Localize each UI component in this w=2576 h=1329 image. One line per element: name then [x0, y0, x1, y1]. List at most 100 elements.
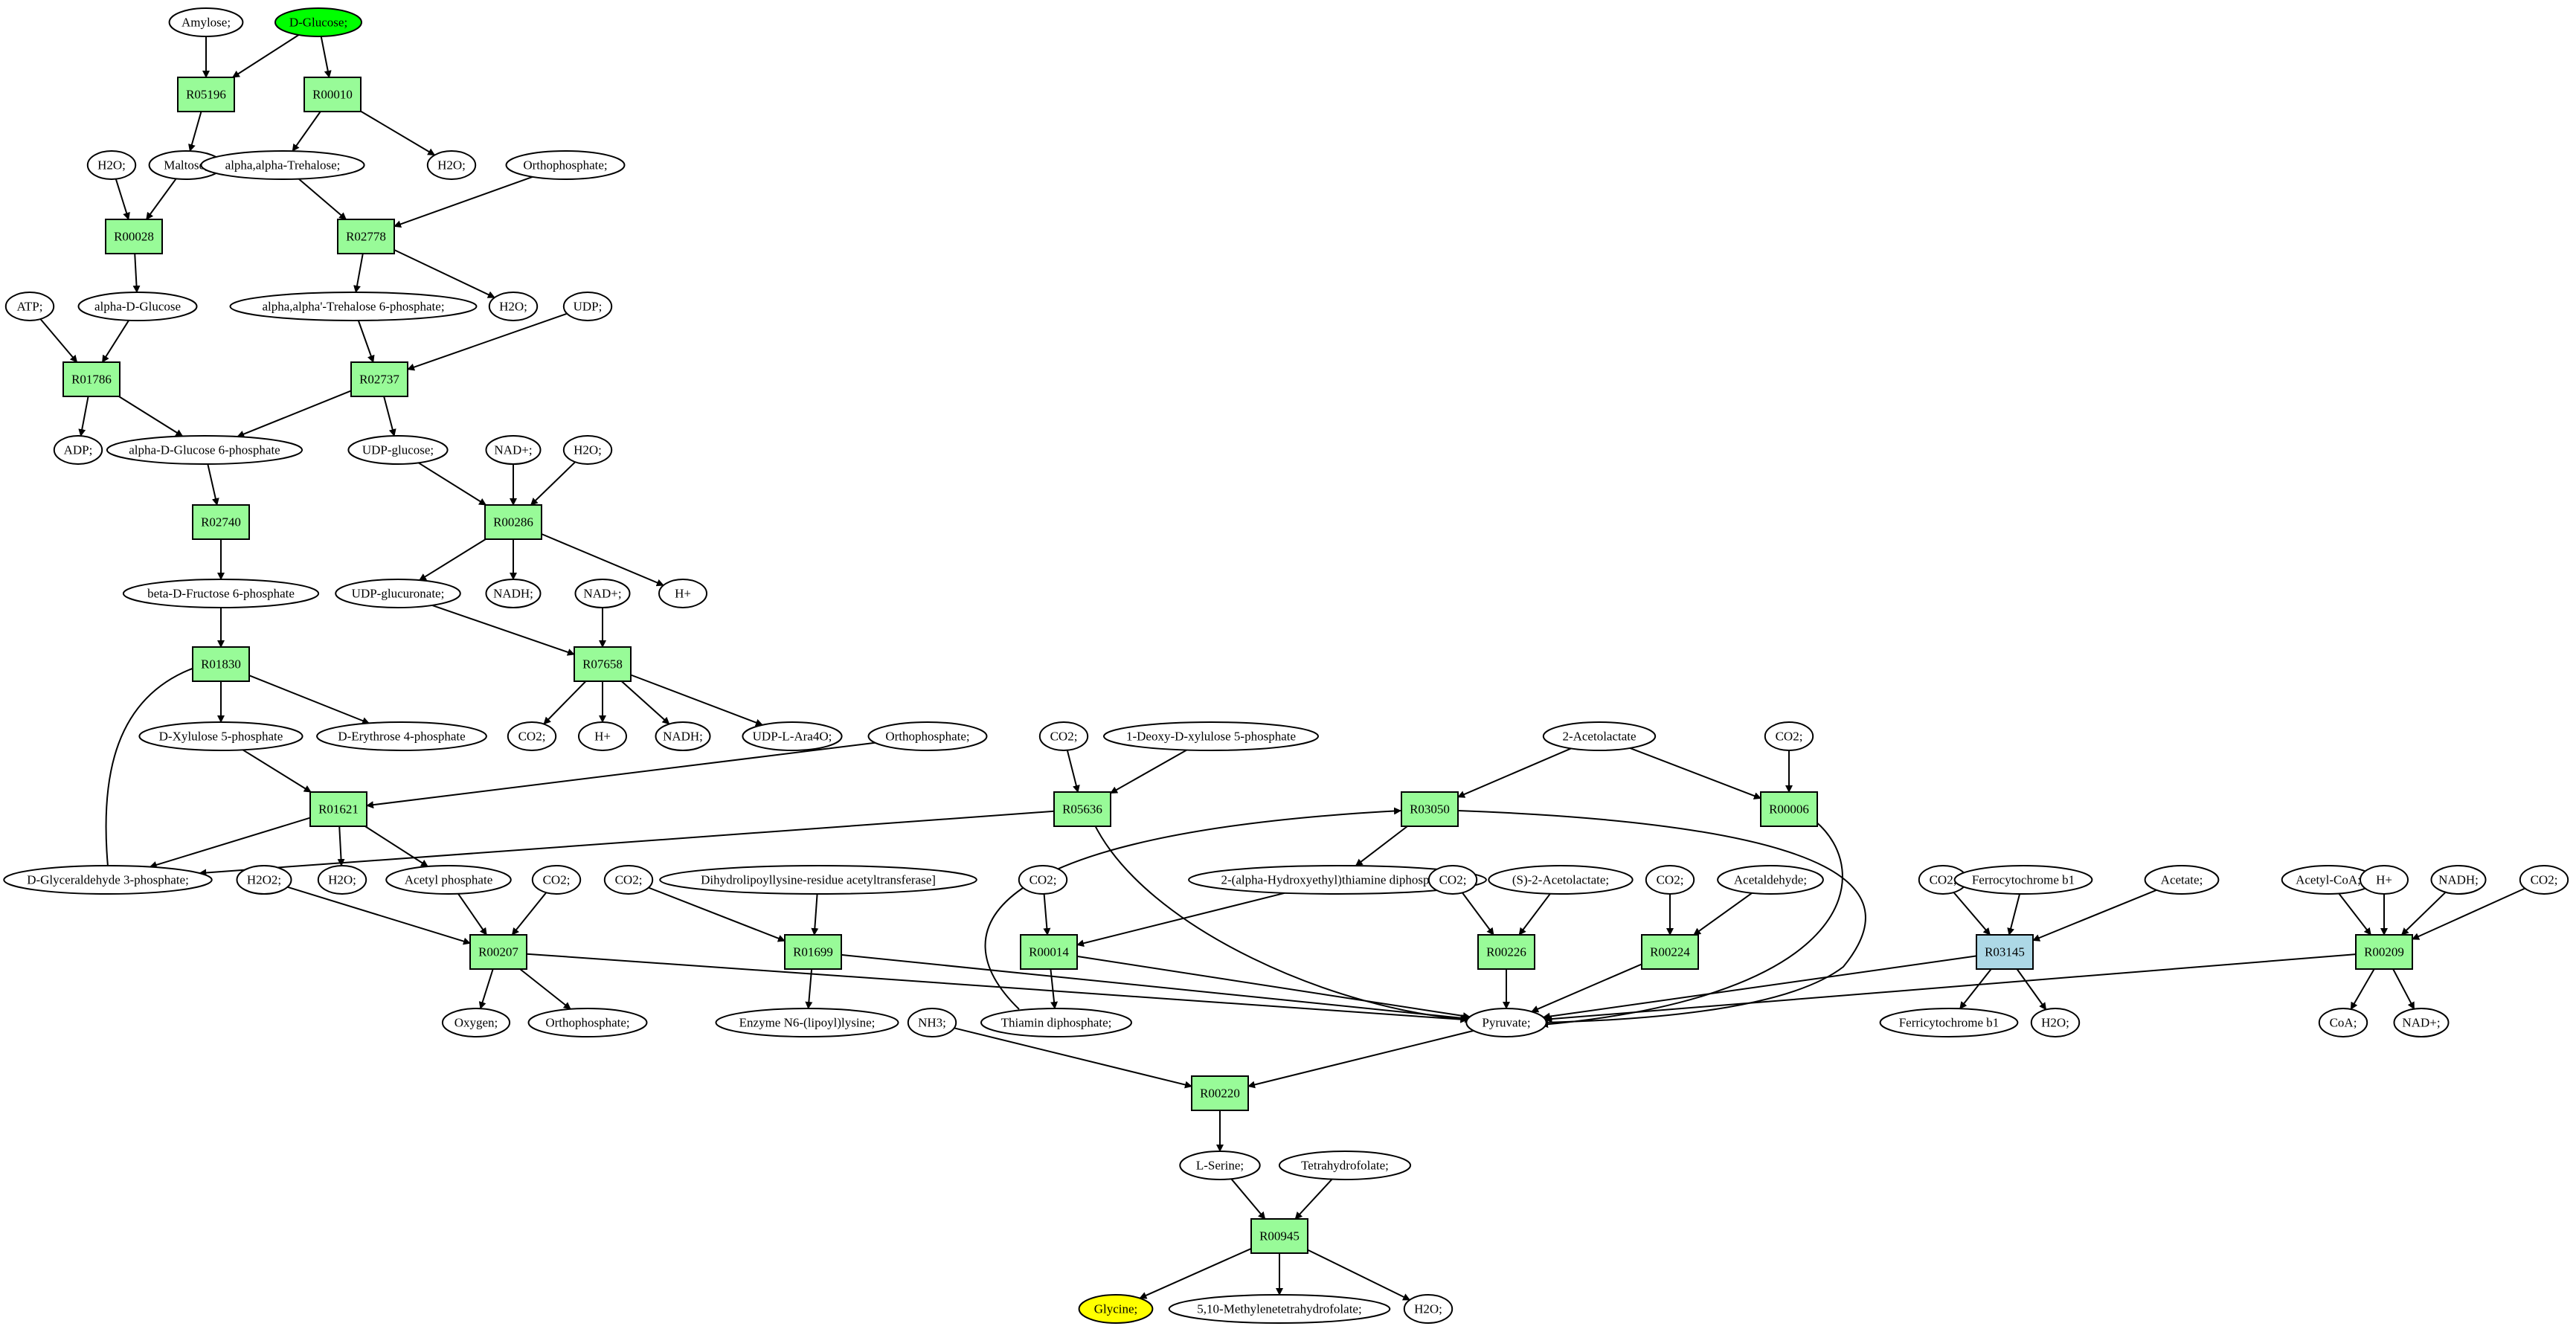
compound-node-c_co2_a[interactable]: CO2; — [507, 721, 557, 751]
reaction-node-r02737[interactable]: R02737 — [350, 361, 408, 397]
reaction-node-r00220[interactable]: R00220 — [1191, 1075, 1249, 1111]
compound-node-c_co2_f[interactable]: CO2; — [1018, 865, 1068, 895]
compound-node-c_co2_e[interactable]: CO2; — [603, 865, 654, 895]
compound-node-c_udp[interactable]: UDP; — [562, 292, 613, 321]
compound-node-c_co2_j[interactable]: CO2; — [2519, 865, 2569, 895]
compound-node-c_udpglc[interactable]: UDP-glucose; — [347, 435, 449, 465]
compound-node-c_acp[interactable]: Acetyl phosphate — [385, 865, 512, 895]
reaction-node-r00209[interactable]: R00209 — [2355, 934, 2413, 970]
compound-node-c_udpglcur[interactable]: UDP-glucuronate; — [335, 579, 461, 608]
compound-node-c_nad_c[interactable]: NAD+; — [2393, 1008, 2450, 1037]
reaction-node-r00028[interactable]: R00028 — [105, 219, 163, 254]
compound-node-c_thf[interactable]: Tetrahydrofolate; — [1278, 1151, 1412, 1180]
compound-node-c_ferricyt[interactable]: Ferricytochrome b1 — [1879, 1008, 2019, 1037]
compound-node-c_e4p[interactable]: D-Erythrose 4-phosphate — [316, 721, 487, 751]
compound-node-c_dxp[interactable]: 1-Deoxy-D-xylulose 5-phosphate — [1103, 721, 1319, 751]
compound-node-c_udpara[interactable]: UDP-L-Ara4O; — [742, 721, 843, 751]
compound-node-c_ortho_c[interactable]: Orthophosphate; — [527, 1008, 648, 1037]
compound-node-c_adglucose[interactable]: alpha-D-Glucose — [77, 292, 198, 321]
reaction-node-r05636[interactable]: R05636 — [1053, 791, 1111, 827]
edge-r01621-to-c_acp — [364, 826, 428, 867]
compound-node-c_coa[interactable]: CoA; — [2318, 1008, 2368, 1037]
compound-node-c_nadh_b[interactable]: NADH; — [655, 721, 711, 751]
reaction-node-r07658[interactable]: R07658 — [574, 646, 632, 682]
compound-node-c_h2o_b[interactable]: H2O; — [426, 150, 477, 180]
compound-node-c_oxygen[interactable]: Oxygen; — [441, 1008, 511, 1037]
compound-node-c_acetate[interactable]: Acetate; — [2144, 865, 2220, 895]
compound-node-c_h2o_a[interactable]: H2O; — [86, 150, 137, 180]
reaction-node-r00945[interactable]: R00945 — [1250, 1218, 1308, 1254]
compound-node-c_lipoyl[interactable]: Enzyme N6-(lipoyl)lysine; — [715, 1008, 899, 1037]
compound-node-c_x5p[interactable]: D-Xylulose 5-phosphate — [138, 721, 303, 751]
compound-node-c_nadh_a[interactable]: NADH; — [485, 579, 542, 608]
reaction-node-r00010[interactable]: R00010 — [303, 77, 362, 112]
compound-node-c_adp[interactable]: ADP; — [53, 435, 103, 465]
reaction-node-r02778[interactable]: R02778 — [337, 219, 395, 254]
edge-c_lserine-to-r00945 — [1230, 1178, 1266, 1220]
compound-ellipse — [3, 865, 213, 895]
compound-node-c_acetolactate[interactable]: 2-Acetolactate — [1542, 721, 1657, 751]
reaction-node-r01830[interactable]: R01830 — [192, 646, 250, 682]
compound-node-c_dglucose[interactable]: D-Glucose; — [274, 7, 362, 37]
reaction-node-r05196[interactable]: R05196 — [177, 77, 235, 112]
node-label: R02778 — [346, 230, 386, 244]
compound-node-c_pyruvate[interactable]: Pyruvate; — [1465, 1008, 1547, 1037]
reaction-node-r00014[interactable]: R00014 — [1020, 934, 1078, 970]
compound-node-c_tpp[interactable]: Thiamin diphosphate; — [980, 1008, 1132, 1037]
compound-node-c_sacetolactate[interactable]: (S)-2-Acetolactate; — [1488, 865, 1634, 895]
compound-node-c_hplus_c[interactable]: H+ — [2360, 865, 2409, 895]
reaction-node-r00224[interactable]: R00224 — [1641, 934, 1699, 970]
compound-node-c_accoa[interactable]: Acetyl-CoA; — [2281, 865, 2376, 895]
compound-node-c_lserine[interactable]: L-Serine; — [1179, 1151, 1261, 1180]
reaction-node-r00286[interactable]: R00286 — [484, 504, 542, 540]
compound-node-c_nh3[interactable]: NH3; — [907, 1008, 957, 1037]
compound-node-c_glycine[interactable]: Glycine; — [1078, 1294, 1154, 1324]
reaction-node-r00207[interactable]: R00207 — [469, 934, 527, 970]
compound-node-c_h2o_c[interactable]: H2O; — [488, 292, 539, 321]
edge-c_co2_g-to-r00226 — [1462, 892, 1494, 936]
compound-node-c_h2o_f[interactable]: H2O; — [2030, 1008, 2081, 1037]
compound-node-c_atp[interactable]: ATP; — [4, 292, 55, 321]
compound-node-c_h2o_d[interactable]: H2O; — [562, 435, 613, 465]
compound-node-c_co2_h[interactable]: CO2; — [1645, 865, 1695, 895]
compound-node-c_co2_b[interactable]: CO2; — [1038, 721, 1089, 751]
edge-r00207-to-c_oxygen — [478, 968, 494, 1010]
reaction-node-r03050[interactable]: R03050 — [1401, 791, 1459, 827]
compound-node-c_co2_c[interactable]: CO2; — [1764, 721, 1814, 751]
node-label: R00286 — [493, 515, 533, 530]
compound-node-c_hplus_a[interactable]: H+ — [658, 579, 707, 608]
compound-node-c_methylenethf[interactable]: 5,10-Methylenetetrahydrofolate; — [1168, 1294, 1391, 1324]
compound-node-c_amylose[interactable]: Amylose; — [168, 7, 244, 37]
compound-node-c_dlat[interactable]: Dihydrolipoyllysine-residue acetyltransf… — [659, 865, 977, 895]
compound-node-c_nad_a[interactable]: NAD+; — [485, 435, 542, 465]
reaction-node-r01786[interactable]: R01786 — [62, 361, 121, 397]
compound-node-c_hplus_b[interactable]: H+ — [578, 721, 627, 751]
reaction-node-r00226[interactable]: R00226 — [1477, 934, 1535, 970]
compound-node-c_acetaldehyde[interactable]: Acetaldehyde; — [1717, 865, 1824, 895]
compound-node-c_ferrocyt[interactable]: Ferrocytochrome b1 — [1953, 865, 2093, 895]
compound-node-c_co2_d[interactable]: CO2; — [531, 865, 582, 895]
compound-ellipse — [1717, 865, 1824, 895]
compound-node-c_co2_g[interactable]: CO2; — [1427, 865, 1478, 895]
reaction-box — [574, 646, 632, 682]
edge-c_pyruvate-to-r00220 — [1247, 1029, 1474, 1089]
compound-node-c_f6p[interactable]: beta-D-Fructose 6-phosphate — [122, 579, 320, 608]
compound-node-c_nad_b[interactable]: NAD+; — [574, 579, 631, 608]
compound-node-c_h2o_e[interactable]: H2O; — [317, 865, 367, 895]
compound-node-c_g6p[interactable]: alpha-D-Glucose 6-phosphate — [106, 435, 303, 465]
reaction-box — [1641, 934, 1699, 970]
reaction-node-r01699[interactable]: R01699 — [784, 934, 842, 970]
compound-node-c_hethtpp[interactable]: 2-(alpha-Hydroxyethyl)thiamine diphospha… — [1188, 865, 1487, 895]
compound-node-c_ortho_b[interactable]: Orthophosphate; — [867, 721, 988, 751]
compound-node-c_tre6p[interactable]: alpha,alpha'-Trehalose 6-phosphate; — [229, 292, 478, 321]
compound-node-c_h2o_g[interactable]: H2O; — [1403, 1294, 1454, 1324]
reaction-node-r03145[interactable]: R03145 — [1976, 934, 2034, 970]
compound-node-c_nadh_c[interactable]: NADH; — [2430, 865, 2487, 895]
compound-node-c_ortho_a[interactable]: Orthophosphate; — [505, 150, 626, 180]
reaction-node-r01621[interactable]: R01621 — [309, 791, 367, 827]
reaction-node-r00006[interactable]: R00006 — [1760, 791, 1818, 827]
compound-node-c_gap[interactable]: D-Glyceraldehyde 3-phosphate; — [3, 865, 213, 895]
compound-node-c_trehalose[interactable]: alpha,alpha-Trehalose; — [200, 150, 365, 180]
compound-node-c_h2o2[interactable]: H2O2; — [236, 865, 292, 895]
reaction-node-r02740[interactable]: R02740 — [192, 504, 250, 540]
